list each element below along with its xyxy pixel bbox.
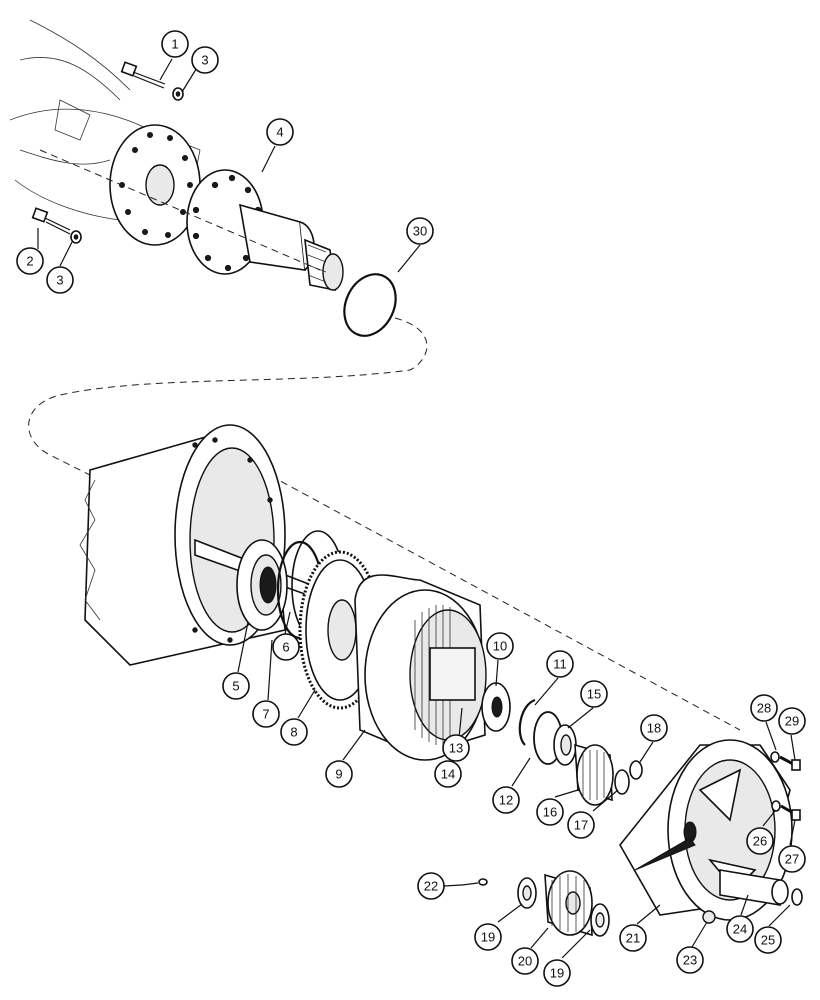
bolt-2 (31, 207, 71, 235)
callout-8: 8 (280, 718, 308, 746)
callout-5: 5 (222, 672, 250, 700)
callout-22: 22 (417, 872, 445, 900)
washer-15 (553, 724, 577, 766)
callout-1: 1 (161, 30, 189, 58)
svg-text:29: 29 (785, 714, 799, 729)
callout-12: 12 (492, 786, 520, 814)
svg-text:6: 6 (282, 640, 289, 655)
svg-text:25: 25 (761, 933, 775, 948)
svg-text:13: 13 (449, 741, 463, 756)
svg-text:19: 19 (481, 930, 495, 945)
svg-text:9: 9 (335, 767, 342, 782)
svg-text:30: 30 (413, 224, 427, 239)
shaft-24 (719, 869, 789, 906)
callout-9: 9 (325, 760, 353, 788)
washer-26 (771, 800, 781, 812)
callout-20: 20 (511, 947, 539, 975)
svg-text:12: 12 (499, 793, 513, 808)
svg-text:3: 3 (201, 53, 208, 68)
callout-23: 23 (676, 946, 704, 974)
housing-flange (109, 124, 201, 246)
spindle-4 (186, 169, 344, 292)
svg-text:1: 1 (171, 37, 178, 52)
svg-text:10: 10 (493, 639, 507, 654)
bolt-1 (120, 61, 166, 89)
assembly-guide-lines (28, 149, 741, 731)
callout-30: 30 (406, 217, 434, 245)
svg-text:15: 15 (587, 687, 601, 702)
callout-25: 25 (754, 926, 782, 954)
bolt-27 (780, 804, 801, 821)
svg-text:26: 26 (753, 834, 767, 849)
callout-15: 15 (580, 680, 608, 708)
callout-26: 26 (746, 827, 774, 855)
callout-10: 10 (486, 632, 514, 660)
washer-3-lower (70, 230, 82, 244)
callout-29: 29 (778, 707, 806, 735)
callout-7: 7 (252, 700, 280, 728)
leader-lines (37, 58, 796, 959)
callout-28: 28 (750, 694, 778, 722)
svg-text:28: 28 (757, 701, 771, 716)
bearing-5 (236, 539, 288, 631)
ring-gear-9 (354, 574, 487, 761)
planet-gear-16 (574, 743, 614, 806)
ring-11 (518, 698, 536, 746)
plug-22 (461, 878, 488, 886)
svg-text:18: 18 (647, 721, 661, 736)
callout-4: 4 (266, 118, 294, 146)
washer-28 (770, 751, 780, 763)
pin-18 (629, 760, 643, 780)
svg-text:11: 11 (553, 657, 567, 672)
callout-24: 24 (726, 915, 754, 943)
washer-19a (517, 877, 537, 909)
svg-text:21: 21 (626, 931, 640, 946)
svg-text:17: 17 (574, 818, 588, 833)
callout-19b: 19 (543, 959, 571, 987)
washer-3-upper (172, 87, 184, 101)
callout-3-lower: 3 (46, 266, 74, 294)
svg-text:23: 23 (683, 953, 697, 968)
callout-19a: 19 (474, 923, 502, 951)
svg-text:16: 16 (543, 805, 557, 820)
ring-25 (791, 888, 803, 906)
svg-text:3: 3 (56, 273, 63, 288)
callout-18: 18 (640, 714, 668, 742)
callout-6: 6 (272, 633, 300, 661)
svg-text:5: 5 (232, 679, 239, 694)
callout-2: 2 (16, 247, 44, 275)
callout-27: 27 (778, 845, 806, 873)
svg-text:19: 19 (550, 966, 564, 981)
washer-17 (614, 769, 630, 795)
svg-text:8: 8 (290, 725, 297, 740)
callout-21: 21 (619, 924, 647, 952)
callout-11: 11 (546, 650, 574, 678)
svg-text:20: 20 (518, 954, 532, 969)
callout-16: 16 (536, 798, 564, 826)
svg-text:14: 14 (441, 767, 455, 782)
callout-3-upper: 3 (191, 46, 219, 74)
washer-19b (590, 903, 610, 937)
svg-text:7: 7 (262, 707, 269, 722)
svg-text:4: 4 (276, 125, 283, 140)
svg-text:22: 22 (424, 879, 438, 894)
nut-10 (481, 682, 511, 732)
svg-text:24: 24 (733, 922, 747, 937)
svg-text:27: 27 (785, 852, 799, 867)
planet-gear-20 (544, 870, 593, 937)
callout-17: 17 (567, 811, 595, 839)
callout-14: 14 (434, 760, 462, 788)
o-ring-30 (343, 273, 397, 337)
bolt-29 (779, 755, 801, 771)
callout-13: 13 (442, 734, 470, 762)
svg-text:2: 2 (26, 254, 33, 269)
plug-23 (702, 910, 716, 924)
